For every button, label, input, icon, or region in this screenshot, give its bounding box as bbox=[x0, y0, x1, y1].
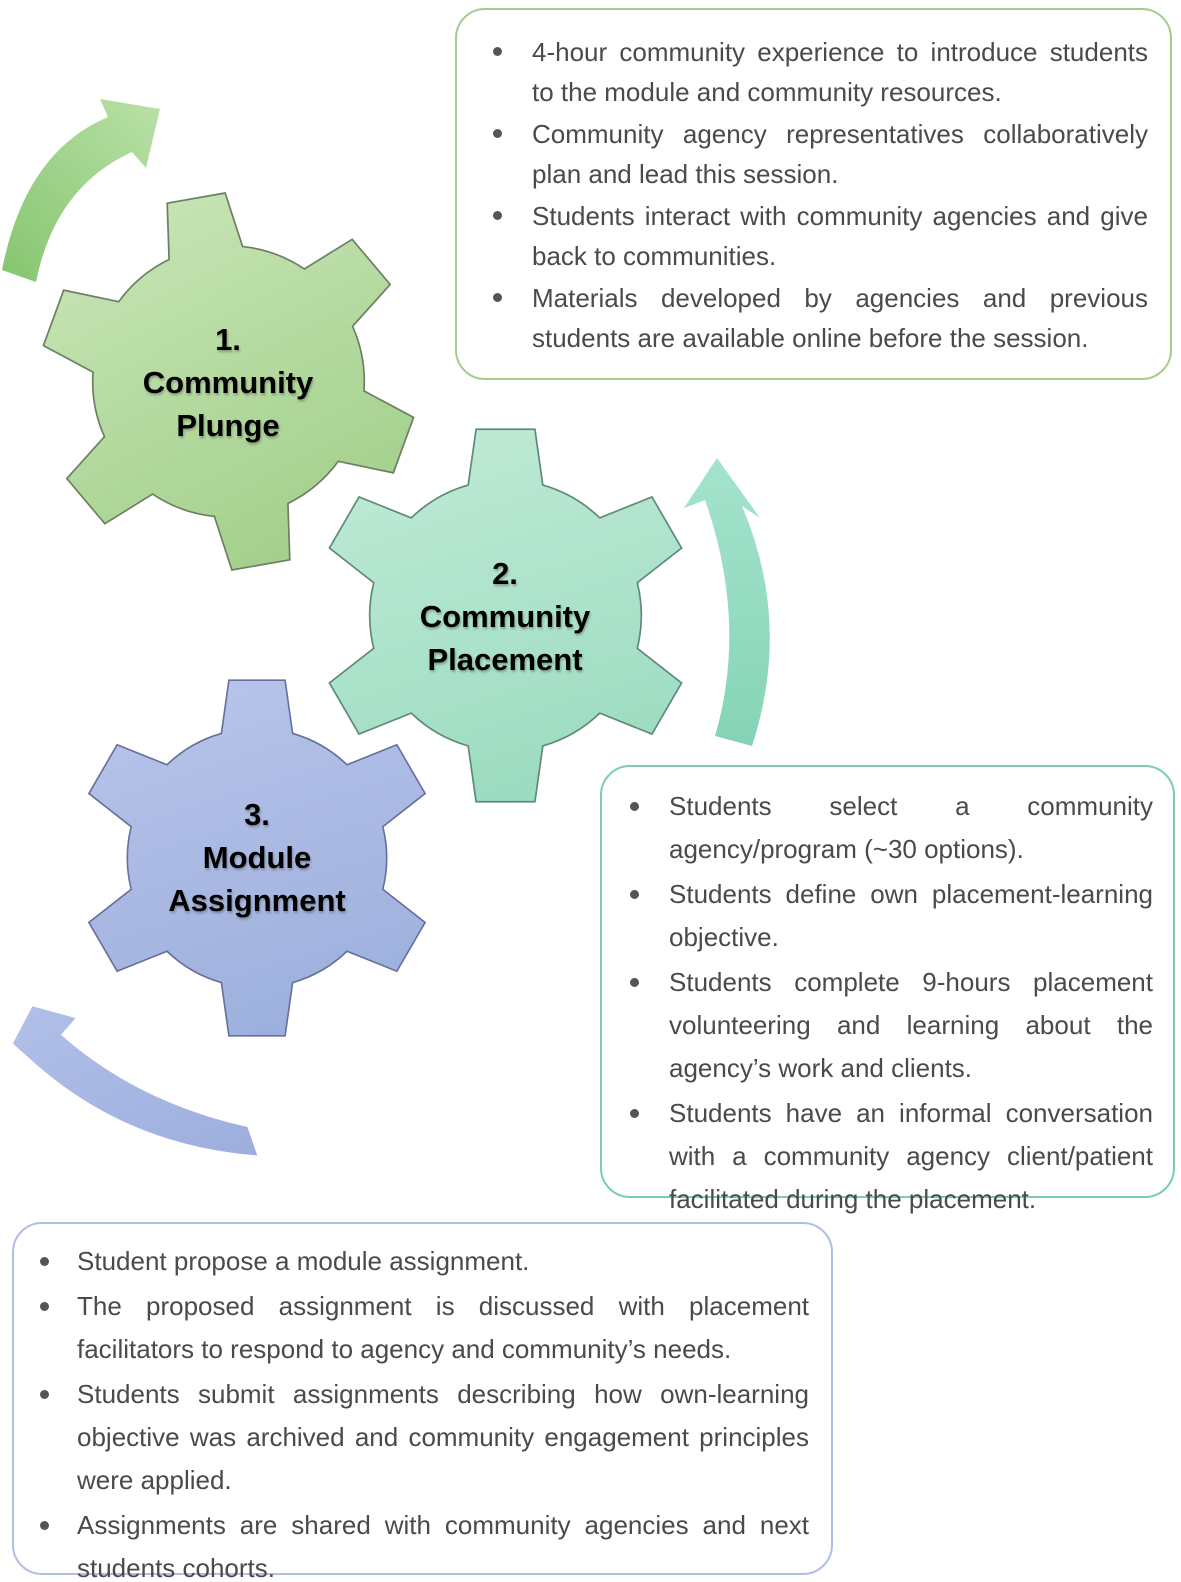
details-panel-community-placement: Students select a community agency/progr… bbox=[600, 765, 1175, 1214]
bullet-list: Student propose a module assignment. The… bbox=[14, 1240, 809, 1582]
gear-2-number: 2. bbox=[492, 556, 518, 591]
bullet-list: Students select a community agency/progr… bbox=[602, 785, 1153, 1221]
gear-3-module-assignment bbox=[87, 679, 427, 1037]
bullet-item: Students submit assignments describing h… bbox=[14, 1373, 809, 1502]
bullet-item: 4-hour community experience to introduce… bbox=[457, 32, 1148, 112]
bullet-item: Students interact with community agencie… bbox=[457, 196, 1148, 276]
bullet-item: Community agency representatives collabo… bbox=[457, 114, 1148, 194]
gear-2-name: Community Placement bbox=[419, 599, 591, 677]
bullet-item: Materials developed by agencies and prev… bbox=[457, 278, 1148, 358]
gear-3-name: Module Assignment bbox=[168, 840, 346, 918]
gear-3-label: 3. Module Assignment bbox=[147, 793, 367, 922]
details-panel-module-assignment: Student propose a module assignment. The… bbox=[12, 1222, 833, 1582]
bullet-item: Assignments are shared with community ag… bbox=[14, 1504, 809, 1582]
gear-1-label: 1. Community Plunge bbox=[118, 318, 338, 447]
bullet-item: Students complete 9-hours placement volu… bbox=[602, 961, 1153, 1090]
curved-arrow-3-icon bbox=[12, 1006, 258, 1156]
bullet-item: Students define own placement-learning o… bbox=[602, 873, 1153, 959]
gear-2-community-placement bbox=[328, 428, 683, 803]
gear-1-number: 1. bbox=[215, 322, 241, 357]
curved-arrow-1-icon bbox=[2, 99, 160, 282]
curved-arrow-2-icon bbox=[684, 458, 770, 746]
gear-1-name: Community Plunge bbox=[142, 365, 314, 443]
bullet-item: Students have an informal conversation w… bbox=[602, 1092, 1153, 1221]
bullet-list: 4-hour community experience to introduce… bbox=[457, 32, 1148, 358]
details-panel-community-plunge: 4-hour community experience to introduce… bbox=[455, 8, 1172, 380]
bullet-item: Student propose a module assignment. bbox=[14, 1240, 809, 1283]
bullet-item: The proposed assignment is discussed wit… bbox=[14, 1285, 809, 1371]
gear-3-number: 3. bbox=[244, 797, 270, 832]
gear-1-community-plunge bbox=[42, 192, 415, 571]
bullet-item: Students select a community agency/progr… bbox=[602, 785, 1153, 871]
gear-2-label: 2. Community Placement bbox=[395, 552, 615, 681]
